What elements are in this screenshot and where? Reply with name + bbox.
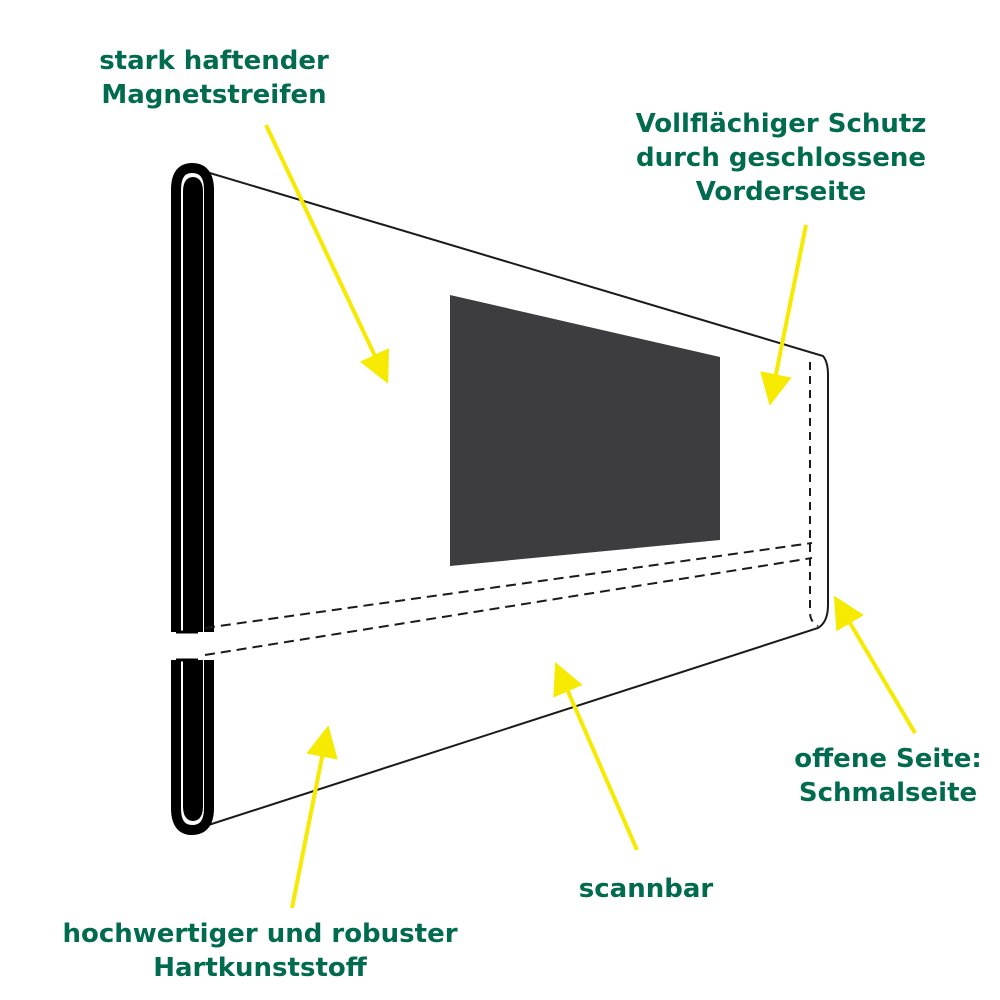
label-magnet-line-1: stark haftender bbox=[99, 46, 329, 76]
label-open-side: offene Seite: Schmalseite bbox=[794, 742, 981, 810]
label-magnet-strip: stark haftender Magnetstreifen bbox=[99, 44, 329, 112]
dashed-line-upper bbox=[204, 542, 813, 629]
open-side-dashed bbox=[809, 362, 819, 627]
label-material-line-2: Hartkunststoff bbox=[153, 953, 367, 983]
magnet-strip-upper bbox=[171, 163, 214, 632]
arrow-material bbox=[290, 725, 338, 909]
label-protection-line-1: Vollflächiger Schutz bbox=[635, 109, 927, 139]
label-window bbox=[450, 295, 720, 566]
label-scan-line-1: scannbar bbox=[578, 874, 714, 904]
arrow-magnet bbox=[264, 124, 389, 384]
label-protection-line-2: durch geschlossene bbox=[635, 143, 927, 173]
label-full-protection: Vollflächiger Schutz durch geschlossene … bbox=[636, 107, 927, 209]
arrow-protection bbox=[760, 224, 808, 406]
label-hard-plastic: hochwertiger und robuster Hartkunststoff bbox=[62, 917, 457, 985]
label-open-line-2: Schmalseite bbox=[798, 778, 978, 808]
label-material-line-1: hochwertiger und robuster bbox=[62, 919, 458, 949]
label-protection-line-3: Vorderseite bbox=[695, 177, 867, 207]
label-scannable: scannbar bbox=[579, 872, 713, 906]
arrow-scannable bbox=[553, 661, 639, 851]
holder-outline bbox=[192, 167, 829, 831]
dashed-line-lower bbox=[204, 557, 813, 656]
label-magnet-line-2: Magnetstreifen bbox=[101, 80, 327, 110]
label-open-line-1: offene Seite: bbox=[794, 744, 982, 774]
arrow-open-side bbox=[833, 595, 917, 735]
magnet-strip-lower bbox=[171, 660, 214, 835]
